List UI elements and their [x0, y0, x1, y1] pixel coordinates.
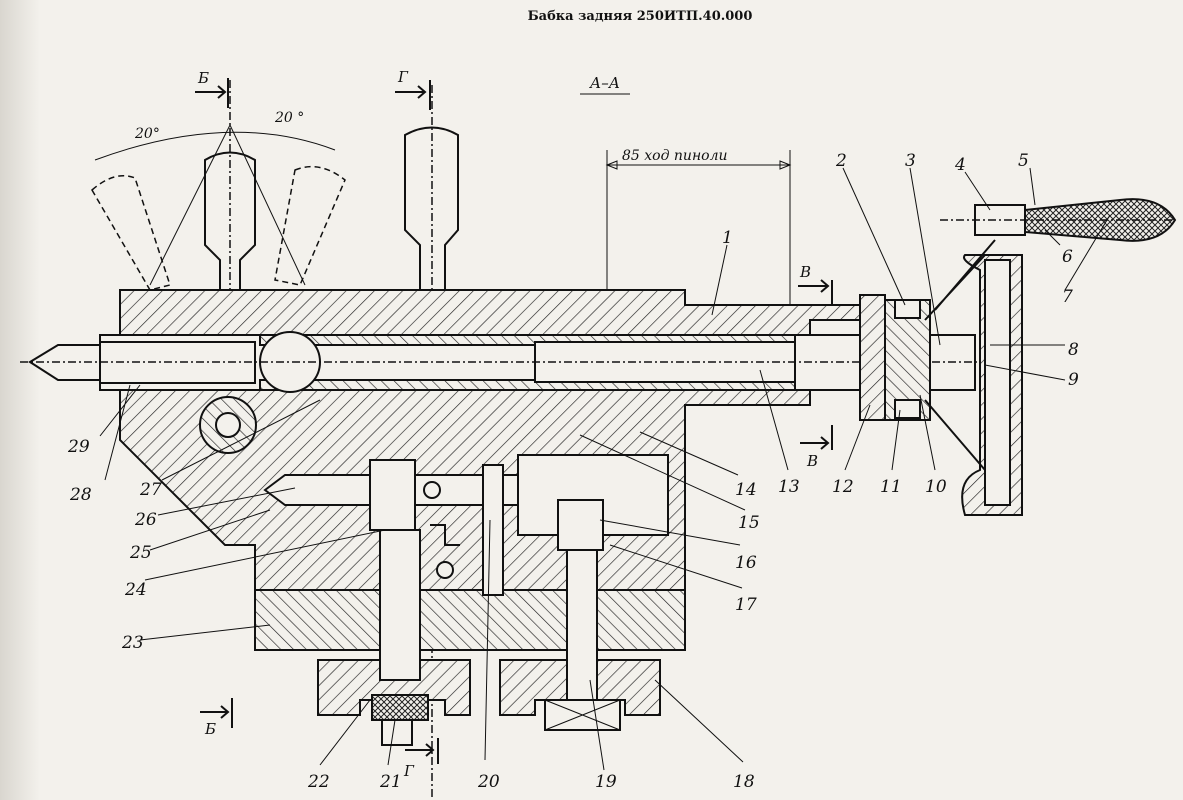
callout-17: 17: [735, 595, 757, 615]
callout-6: 6: [1062, 247, 1073, 267]
lever-center: [204, 151, 256, 291]
angle-left: 20°: [134, 126, 160, 142]
lever-right-ghost: [274, 165, 346, 286]
leader-lines: [99, 167, 1111, 771]
callout-21: 21: [379, 772, 402, 792]
mark-b-top: Б: [197, 69, 209, 87]
lever-left-ghost: [91, 175, 171, 291]
callout-24: 24: [124, 580, 147, 600]
callout-25: 25: [129, 543, 152, 563]
callout-3: 3: [905, 151, 916, 171]
callouts: 1 2 3 4 5 6 7 8 9 10 11 12 13 14 15 16 1…: [67, 151, 1079, 792]
mark-g-bottom: Г: [403, 762, 415, 780]
callout-27: 27: [139, 480, 162, 500]
callout-16: 16: [735, 553, 757, 573]
callout-29: 29: [67, 437, 90, 457]
callout-5: 5: [1018, 151, 1029, 171]
clamp-block-left: [317, 659, 471, 716]
angle-ray-right: [229, 124, 306, 286]
callout-11: 11: [880, 477, 902, 497]
mark-b-bottom: Б: [204, 720, 216, 738]
page-shade: [0, 0, 40, 800]
angle-ray-left: [149, 124, 231, 286]
bolt-19: [566, 549, 598, 701]
callout-2: 2: [835, 151, 847, 171]
callout-20: 20: [477, 772, 500, 792]
callout-22: 22: [307, 772, 330, 792]
mark-g-top: Г: [397, 68, 409, 86]
clamp-mechanism: [199, 396, 669, 746]
angle-right: 20 °: [274, 110, 304, 126]
mark-v-bottom: В: [806, 452, 818, 470]
quill: [20, 331, 1010, 393]
callout-14: 14: [735, 480, 757, 500]
callout-12: 12: [832, 477, 854, 497]
angle-arc: [94, 131, 336, 161]
mark-v-top: В: [799, 263, 811, 281]
callout-23: 23: [121, 633, 144, 653]
callout-9: 9: [1068, 370, 1079, 390]
callout-26: 26: [134, 510, 157, 530]
callout-7: 7: [1062, 287, 1073, 307]
callout-8: 8: [1068, 340, 1079, 360]
callout-13: 13: [778, 477, 800, 497]
callout-28: 28: [69, 485, 92, 505]
section-marks: Б Г В В Б Г: [195, 68, 833, 780]
handwheel: [924, 198, 1177, 516]
callout-18: 18: [733, 772, 755, 792]
base-plate: [254, 589, 686, 651]
callout-15: 15: [738, 513, 760, 533]
stroke-note: 85 ход пиноли: [622, 148, 728, 164]
callout-10: 10: [925, 477, 947, 497]
section-label: А–А: [589, 74, 620, 92]
callout-4: 4: [954, 155, 966, 175]
bolt-21: [379, 529, 421, 681]
bearing-assembly: [859, 294, 931, 421]
callout-19: 19: [595, 772, 617, 792]
drawing-title: Бабка задняя 250ИТП.40.000: [528, 9, 753, 24]
clamp-levers: 20° 20 °: [91, 80, 459, 800]
callout-1: 1: [722, 228, 733, 248]
